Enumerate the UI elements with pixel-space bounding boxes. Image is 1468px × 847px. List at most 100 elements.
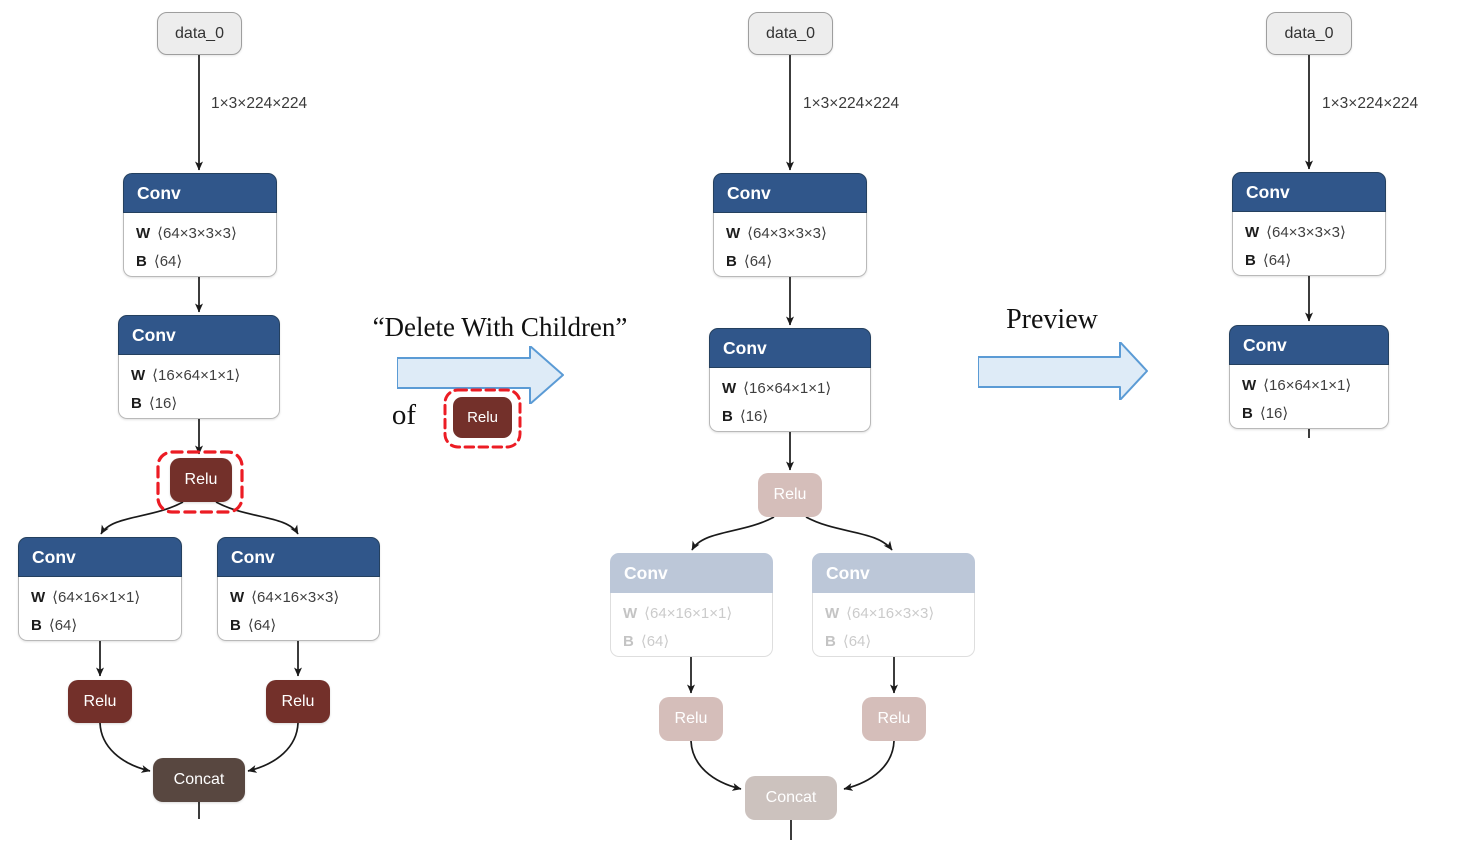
param-row: B ⟨64⟩ [230,612,379,640]
tensor-label: 1×3×224×224 [1322,95,1419,112]
param-value: ⟨16×64×1×1⟩ [1263,377,1352,394]
param-row: B ⟨64⟩ [136,248,276,276]
param-value: ⟨64×3×3×3⟩ [157,225,237,242]
param-key: B [230,617,241,634]
param-key: W [1242,377,1257,394]
param-row: W ⟨64×16×3×3⟩ [230,584,379,612]
param-key: B [623,633,634,650]
param-value: ⟨64×16×1×1⟩ [52,589,141,606]
param-value: ⟨64⟩ [153,253,183,270]
node-concat[interactable]: Concat [153,758,245,802]
node-conv[interactable]: Conv W ⟨64×3×3×3⟩ B ⟨64⟩ [123,173,277,277]
node-conv-title: Conv [18,537,182,577]
param-row: W ⟨16×64×1×1⟩ [131,362,279,390]
param-key: B [722,408,733,425]
of-label: of [391,399,417,431]
edge-relu1-conv4 [215,501,299,535]
param-row: W⟨64×16×1×1⟩ [623,600,772,628]
param-row: W ⟨64×16×1×1⟩ [31,584,181,612]
param-row: B⟨16⟩ [1242,400,1388,428]
param-value: ⟨16⟩ [1259,405,1289,422]
node-conv[interactable]: Conv W⟨64×16×3×3⟩ B⟨64⟩ [217,537,380,641]
param-key: W [722,380,737,397]
tensor-label: 1×3×224×224 [803,95,900,112]
node-conv[interactable]: Conv W⟨16×64×1×1⟩ B⟨16⟩ [118,315,280,419]
edge-relu1-conv4-marked [805,516,893,551]
param-key: B [31,617,42,634]
param-key: B [131,395,142,412]
node-concat-faded[interactable]: Concat [745,776,837,820]
action-label: “Delete With Children” [372,312,628,342]
param-key: B [825,633,836,650]
param-value: ⟨64×16×3×3⟩ [846,605,935,622]
edge-relu1-conv3 [100,501,184,535]
node-conv[interactable]: Conv W⟨16×64×1×1⟩ B⟨16⟩ [1229,325,1389,429]
param-value: ⟨16×64×1×1⟩ [743,380,832,397]
node-conv-title: Conv [812,553,975,593]
param-value: ⟨64⟩ [48,617,78,634]
node-conv-params: W⟨64×16×1×1⟩ B ⟨64⟩ [610,593,773,657]
node-conv-params: W ⟨64×16×3×3⟩ B ⟨64⟩ [217,577,380,641]
param-row: B ⟨16⟩ [131,390,279,418]
highlight-dashed-box [156,450,244,514]
param-key: W [136,225,151,242]
node-conv[interactable]: Conv W ⟨64×16×1×1⟩ B ⟨64⟩ [18,537,182,641]
param-row: W ⟨64×3×3×3⟩ [136,220,276,248]
param-row: W ⟨16×64×1×1⟩ [722,375,870,403]
param-value: ⟨64×16×3×3⟩ [251,589,340,606]
edge-relu1-conv3-marked [691,516,775,551]
preview-label: Preview [1006,304,1098,335]
node-conv-params: W⟨64×3×3×3⟩ B⟨64⟩ [1232,212,1386,276]
edge-relu3-concat-marked [843,740,895,791]
param-key: W [31,589,46,606]
param-value: ⟨64⟩ [743,253,773,270]
node-conv-params: W ⟨64×16×3×3⟩ B ⟨64⟩ [812,593,975,657]
node-conv-params: W ⟨64×3×3×3⟩ B⟨64⟩ [713,213,867,277]
relu-chip: Relu [453,397,512,438]
node-relu-faded[interactable]: Relu [758,473,822,517]
node-conv-params: W ⟨16×64×1×1⟩ B⟨16⟩ [709,368,871,432]
param-row: W ⟨16×64×1×1⟩ [1242,372,1388,400]
param-key: W [1245,224,1260,241]
param-value: ⟨16⟩ [148,395,178,412]
block-arrow-icon [397,346,564,404]
param-key: W [726,225,741,242]
param-key: W [825,605,840,622]
highlight-dashed-box [443,388,522,449]
node-data-0[interactable]: data_0 [748,12,833,55]
node-conv-title: Conv [709,328,871,368]
edge-relu2-concat [99,722,151,773]
param-row: B⟨64⟩ [726,248,866,276]
param-value: ⟨64⟩ [842,633,872,650]
param-key: W [230,589,245,606]
node-data-0[interactable]: data_0 [1266,12,1352,55]
node-conv-faded[interactable]: Conv W ⟨64×16×3×3⟩ B ⟨64⟩ [812,553,975,657]
param-value: ⟨64×3×3×3⟩ [747,225,827,242]
param-row: W ⟨64×3×3×3⟩ [726,220,866,248]
param-row: W⟨64×3×3×3⟩ [1245,219,1385,247]
param-key: B [136,253,147,270]
edge-relu2-concat-marked [690,740,742,791]
node-relu[interactable]: Relu [68,680,132,723]
node-conv[interactable]: Conv W⟨64×3×3×3⟩ B⟨64⟩ [713,173,867,277]
node-relu[interactable]: Relu [266,680,330,723]
node-data-0[interactable]: data_0 [157,12,242,55]
node-relu-faded[interactable]: Relu [862,697,926,741]
param-row: B⟨16⟩ [722,403,870,431]
param-row: B⟨64⟩ [1245,247,1385,275]
node-conv-title: Conv [123,173,277,213]
param-key: W [131,367,146,384]
node-relu-faded[interactable]: Relu [659,697,723,741]
param-value: ⟨16×64×1×1⟩ [152,367,241,384]
node-conv[interactable]: Conv W⟨64×3×3×3⟩ B⟨64⟩ [1232,172,1386,276]
node-relu-selected[interactable]: Relu [170,458,232,502]
param-value: ⟨64⟩ [1262,252,1292,269]
param-value: ⟨64⟩ [640,633,670,650]
node-conv-faded[interactable]: Conv W⟨64×16×1×1⟩ B ⟨64⟩ [610,553,773,657]
param-value: ⟨64⟩ [247,617,277,634]
node-conv-title: Conv [1232,172,1386,212]
node-conv-title: Conv [610,553,773,593]
block-arrow-icon [978,342,1148,400]
node-conv[interactable]: Conv W ⟨16×64×1×1⟩ B⟨16⟩ [709,328,871,432]
